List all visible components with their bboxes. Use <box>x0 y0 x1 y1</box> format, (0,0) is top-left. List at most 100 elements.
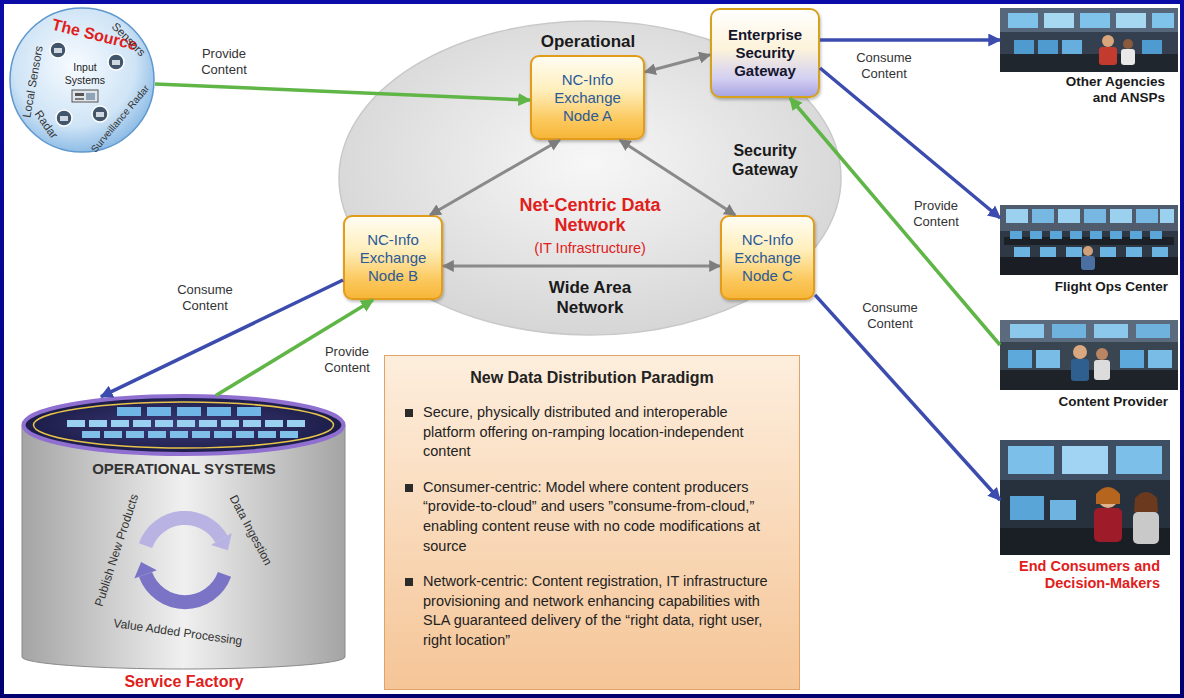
photo-node: End Consumers and Decision-Makers <box>1000 440 1170 600</box>
art-rect <box>1050 231 1062 239</box>
edge-label: Consume Content <box>852 50 916 81</box>
art-rect <box>72 90 98 102</box>
connector <box>820 38 1000 42</box>
art-rect <box>1062 40 1082 54</box>
art-rect <box>1014 247 1030 257</box>
art-rect <box>82 431 100 438</box>
art-rect <box>89 420 107 427</box>
art-rect <box>1136 209 1158 223</box>
art-rect <box>177 407 201 416</box>
art-rect <box>1066 247 1082 257</box>
art-rect <box>1000 320 1178 342</box>
art-rect <box>1000 8 1178 72</box>
edge-label: Provide Content <box>316 344 378 375</box>
art-rect <box>1136 324 1170 338</box>
photo-end-consumers <box>1000 440 1170 555</box>
art-circle <box>1102 35 1114 47</box>
node-text: NC-Info Exchange Node B <box>353 231 433 285</box>
bullet-text: Consumer-centric: Model where content pr… <box>423 478 781 556</box>
art-rect <box>1116 446 1162 474</box>
edge-label: Consume Content <box>172 282 238 313</box>
art-rect <box>1032 209 1054 223</box>
bullet-square <box>405 484 413 492</box>
art-rect <box>60 116 68 121</box>
art-rect <box>237 407 261 416</box>
art-rect <box>1036 350 1060 368</box>
art-rect <box>1008 446 1054 474</box>
art-rect <box>1014 40 1034 54</box>
photo-agencies <box>1000 8 1178 72</box>
art-rect <box>1148 350 1172 368</box>
art-rect <box>243 420 261 427</box>
art-rect <box>1004 237 1174 245</box>
cylinder-caption: Service Factory <box>74 672 294 691</box>
connector <box>790 98 1000 345</box>
art-rect <box>177 420 195 427</box>
edge-label: Provide Content <box>906 198 966 229</box>
panel-heading: New Data Distribution Paradigm <box>403 368 781 387</box>
exchange-node: NC-Info Exchange Node B <box>343 215 443 300</box>
art-rect <box>96 112 104 117</box>
art-rect <box>117 407 141 416</box>
art-rect <box>112 60 120 65</box>
connector <box>430 140 560 215</box>
cloud-heading: Wide Area Network <box>525 278 655 319</box>
art-rect <box>207 407 231 416</box>
art-rect <box>1116 13 1146 28</box>
connector <box>815 295 1000 500</box>
art-rect <box>1052 324 1086 338</box>
cloud-heading: Security Gateway <box>715 141 815 179</box>
art-rect <box>1110 209 1132 223</box>
art-rect <box>287 420 305 427</box>
art-rect <box>1084 209 1106 223</box>
node-text: NC-Info Exchange Node C <box>730 231 805 285</box>
art-circle <box>10 8 154 152</box>
art-rect <box>67 420 85 427</box>
art-rect <box>1094 508 1122 542</box>
security-gateway: Enterprise Security Gateway <box>710 8 820 98</box>
operational-systems-cylinder: OPERATIONAL SYSTEMSPublish New ProductsD… <box>22 395 345 692</box>
art-rect <box>1010 324 1044 338</box>
edge-label: Consume Content <box>858 300 922 331</box>
art-rect <box>75 98 84 100</box>
bullet-item: Secure, physically distributed and inter… <box>403 403 781 462</box>
art-rect <box>1000 205 1178 231</box>
node-text: NC-Info Exchange Node A <box>540 71 635 125</box>
photo-caption: Flight Ops Center <box>1010 279 1168 295</box>
art-rect <box>126 431 144 438</box>
art-rect <box>1000 8 1178 32</box>
art-path <box>146 574 225 602</box>
cylinder-title: OPERATIONAL SYSTEMS <box>64 460 304 478</box>
art-rect <box>75 93 84 96</box>
photo-node: Content Provider <box>1000 320 1178 418</box>
source-circle: The SourceLocal SensorsSensorsRadarSurve… <box>9 7 155 153</box>
art-rect <box>133 420 151 427</box>
photo-flight-ops <box>1000 205 1178 275</box>
art-circle <box>1083 246 1093 256</box>
connector <box>820 68 1000 218</box>
art-rect <box>192 431 210 438</box>
art-rect <box>1160 209 1174 223</box>
cloud-heading: Operational <box>518 32 658 52</box>
art-rect <box>1006 209 1028 223</box>
bullet-square <box>405 578 413 586</box>
edge-label: Provide Content <box>192 46 256 77</box>
art-rect <box>265 420 283 427</box>
photo-caption: Other Agencies and ANSPs <box>1045 74 1165 106</box>
art-circle <box>50 42 66 58</box>
bullet-item: Consumer-centric: Model where content pr… <box>403 478 781 556</box>
art-rect <box>1000 205 1178 275</box>
art-path <box>146 518 222 546</box>
art-rect <box>147 407 171 416</box>
art-path <box>1096 487 1120 504</box>
exchange-node: NC-Info Exchange Node A <box>530 55 645 140</box>
art-rect <box>1090 231 1102 239</box>
art-rect <box>104 431 122 438</box>
art-ellipse <box>339 21 841 335</box>
art-rect <box>1010 231 1022 239</box>
connector <box>645 55 710 72</box>
art-rect <box>1062 446 1108 474</box>
art-rect <box>1120 350 1144 368</box>
art-rect <box>1150 231 1162 239</box>
